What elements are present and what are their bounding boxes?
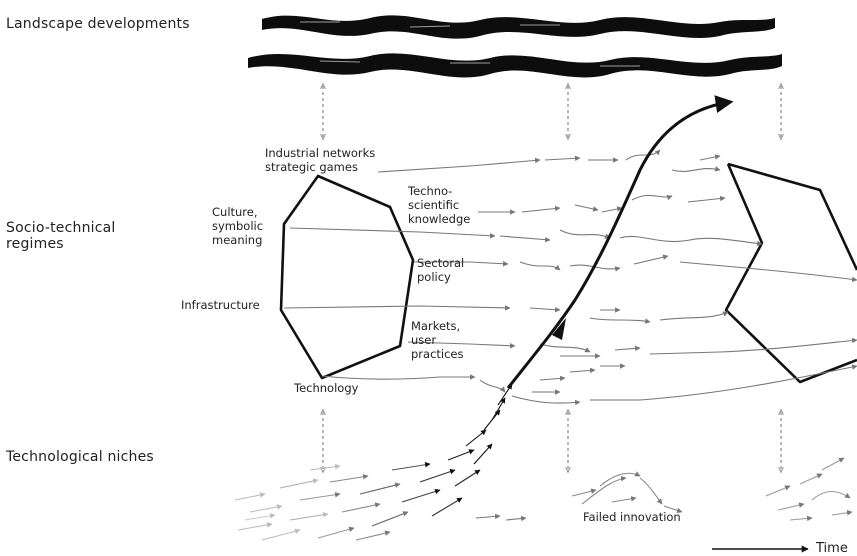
label-industrial-line2: strategic games	[265, 160, 375, 174]
label-infrastructure: Infrastructure	[181, 298, 260, 312]
time-axis-label: Time	[816, 541, 848, 556]
label-markets-line3: practices	[411, 347, 464, 361]
regime-flow-arrows	[284, 150, 857, 403]
regime-level-label-line1: Socio-technical	[6, 220, 116, 236]
landscape-stroke-bottom	[248, 53, 782, 77]
niche-level-label: Technological niches	[6, 449, 154, 465]
label-industrial-line1: Industrial networks	[265, 146, 375, 160]
label-failed-innovation: Failed innovation	[583, 510, 681, 524]
breakthrough-trajectory-arrow	[508, 102, 730, 388]
landscape-stroke-top	[262, 15, 775, 38]
label-culture-line3: meaning	[212, 233, 263, 247]
label-techno-line1: Techno-	[408, 184, 470, 198]
label-culture-line2: symbolic	[212, 219, 263, 233]
label-techno-scientific: Techno- scientific knowledge	[408, 184, 470, 226]
label-culture-line1: Culture,	[212, 205, 263, 219]
label-markets-line2: user	[411, 333, 464, 347]
level-links	[323, 86, 781, 470]
regime-polygon-right-top	[728, 164, 857, 270]
label-technology: Technology	[294, 381, 358, 395]
label-markets: Markets, user practices	[411, 319, 464, 361]
label-techno-line2: scientific	[408, 198, 470, 212]
label-sectoral-policy: Sectoral policy	[417, 256, 464, 284]
landscape-level-label: Landscape developments	[6, 16, 190, 32]
regime-polygon-left	[281, 176, 413, 378]
label-techno-line3: knowledge	[408, 212, 470, 226]
regime-level-label: Socio-technical regimes	[6, 220, 116, 252]
label-industrial-networks: Industrial networks strategic games	[265, 146, 375, 174]
regime-level-label-line2: regimes	[6, 236, 116, 252]
label-sectoral-line1: Sectoral	[417, 256, 464, 270]
regime-polygons	[281, 164, 857, 382]
label-markets-line1: Markets,	[411, 319, 464, 333]
label-culture: Culture, symbolic meaning	[212, 205, 263, 247]
niche-arrow-swarm	[235, 384, 852, 540]
label-sectoral-line2: policy	[417, 270, 464, 284]
landscape-brush-strokes	[248, 15, 782, 77]
